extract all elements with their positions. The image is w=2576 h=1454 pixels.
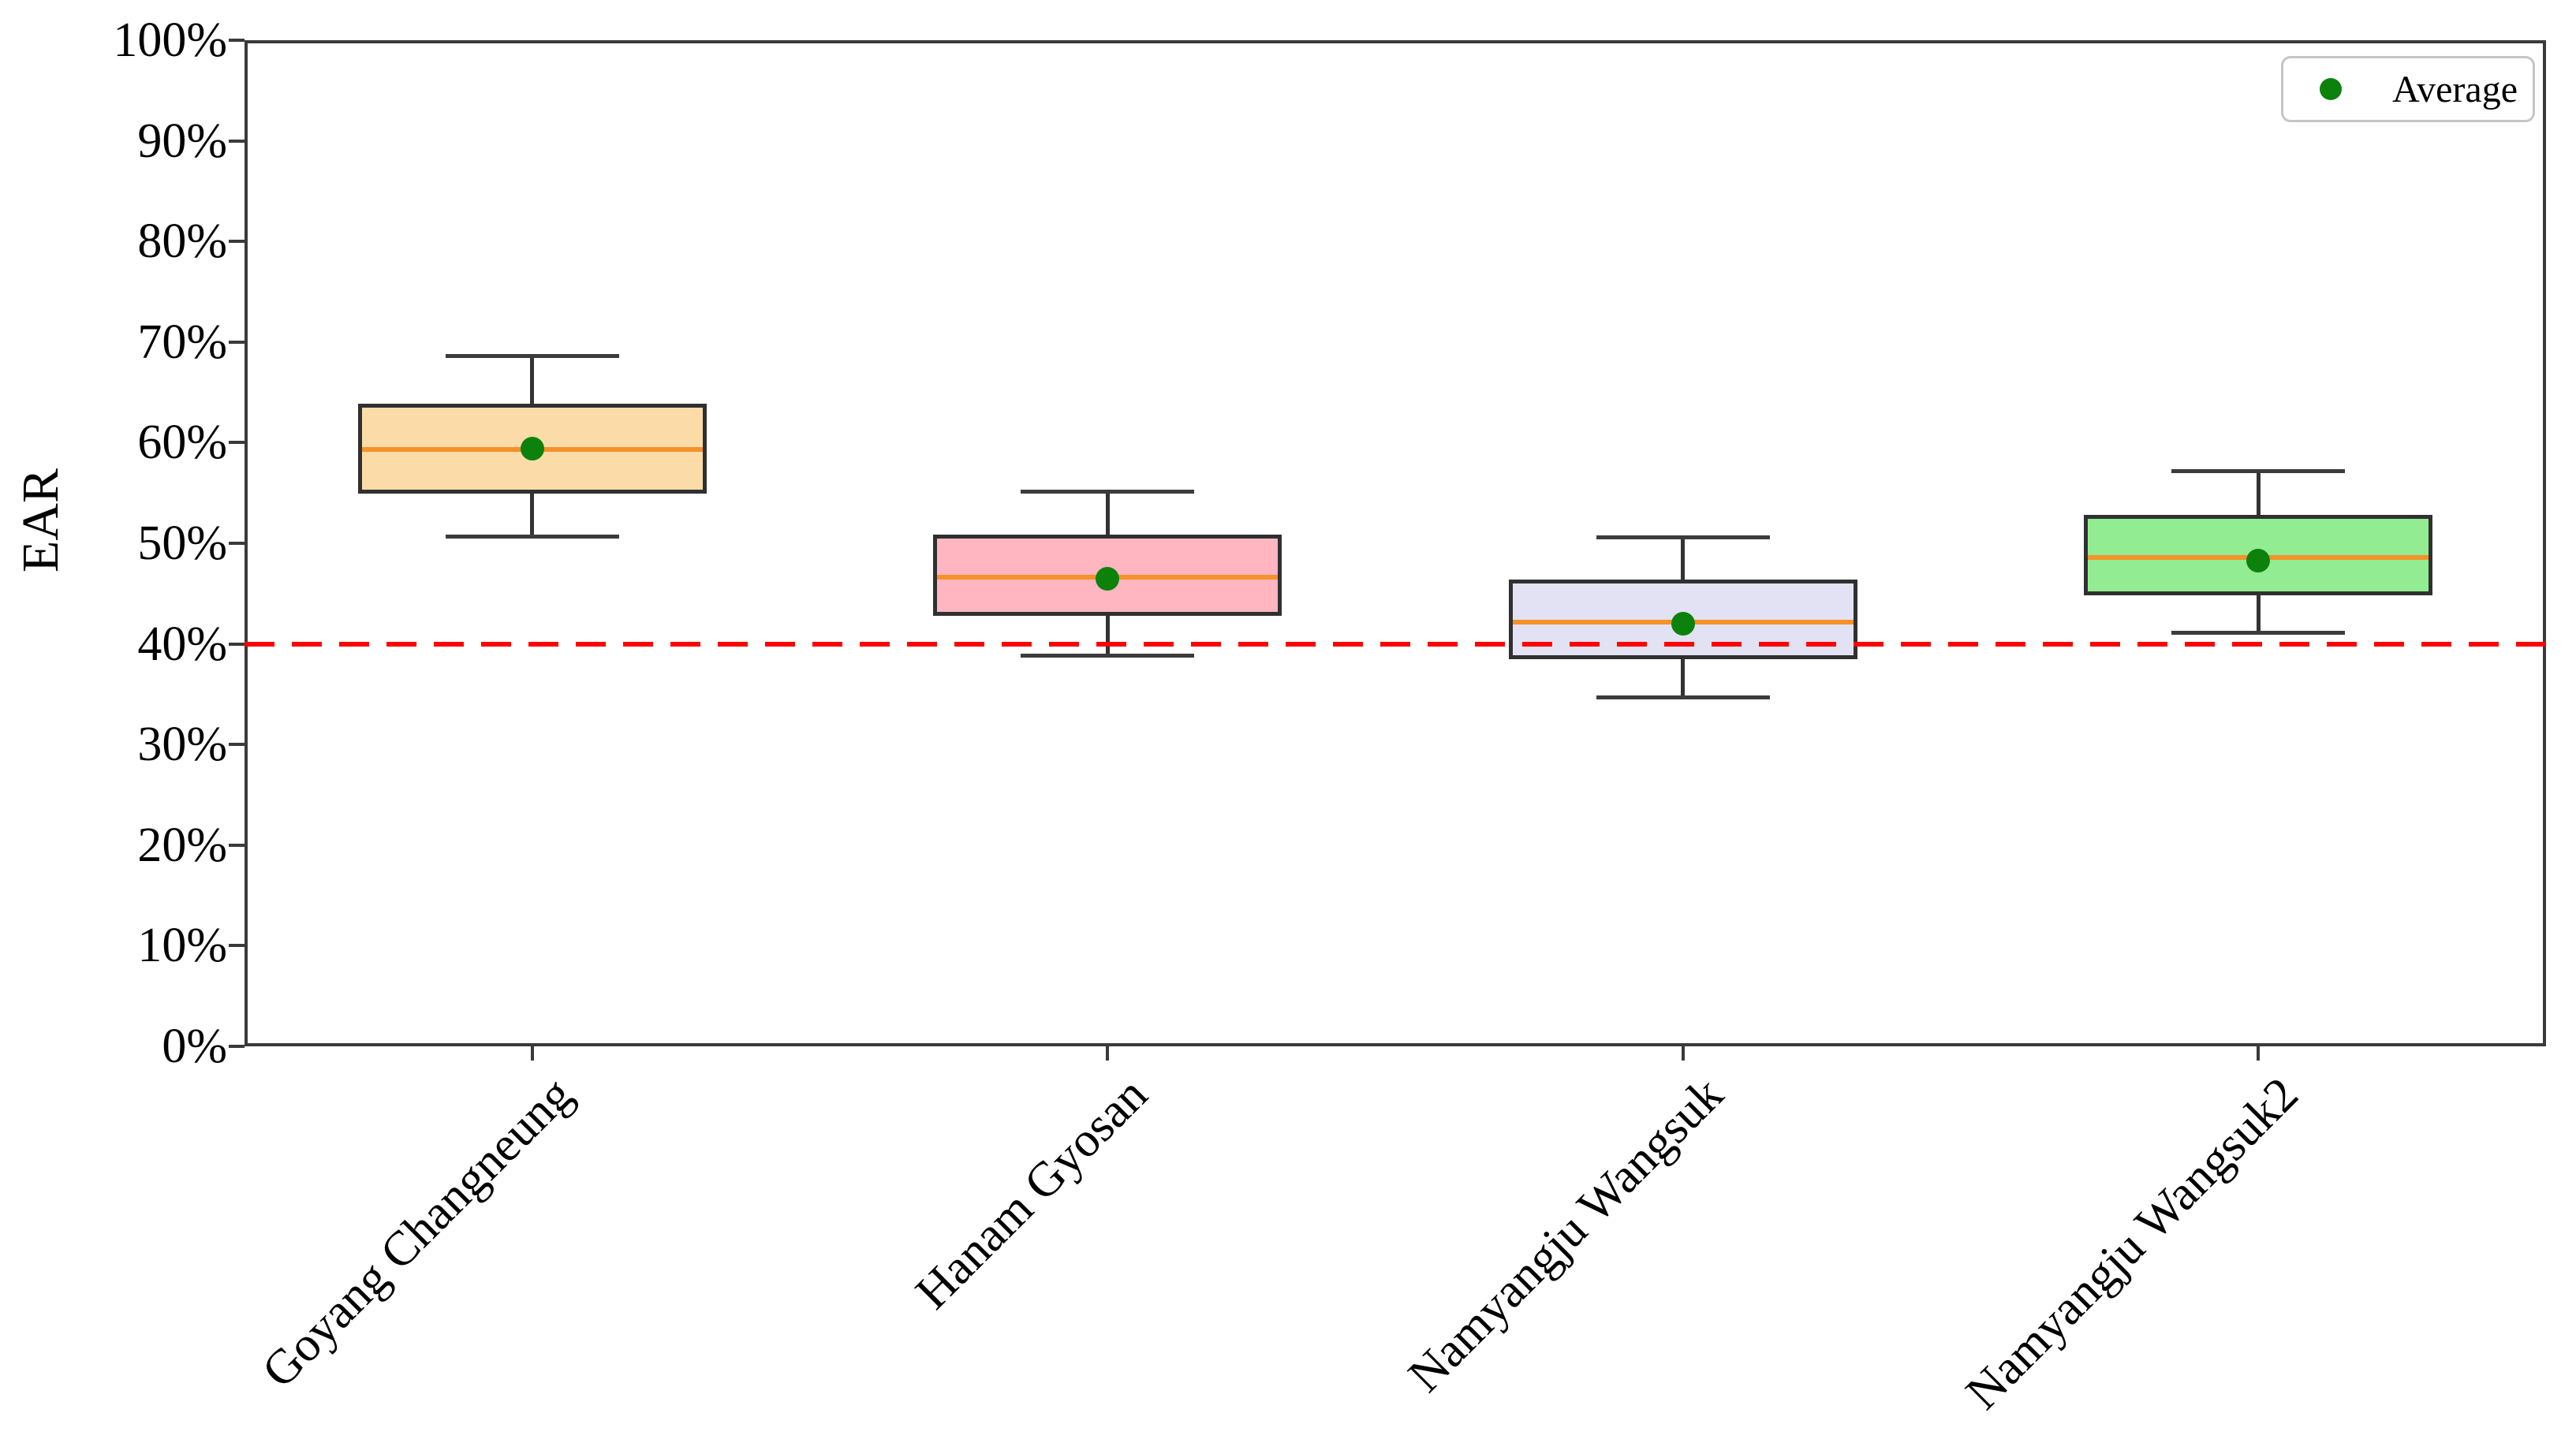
plot-area: Average (245, 40, 2546, 1046)
x-tick-label: Namyangju Wangsuk2 (1956, 1067, 2309, 1420)
whisker-cap-top (445, 354, 619, 359)
y-tick-label: 100% (113, 13, 227, 67)
y-tick (229, 843, 245, 847)
x-tick (1106, 1046, 1110, 1061)
y-tick-label: 10% (137, 919, 227, 973)
y-tick (229, 743, 245, 747)
y-tick (229, 240, 245, 244)
reference-line-40pct (245, 641, 2546, 647)
mean-dot (520, 437, 544, 461)
x-tick (1681, 1046, 1685, 1061)
y-tick-label: 90% (137, 114, 227, 168)
x-tick-label: Hanam Gyosan (905, 1067, 1159, 1320)
y-tick (229, 39, 245, 42)
y-tick-label: 30% (137, 718, 227, 772)
x-tick-label: Namyangju Wangsuk (1398, 1067, 1734, 1403)
y-tick (229, 542, 245, 545)
legend-label: Average (2392, 68, 2518, 110)
y-tick (229, 139, 245, 143)
whisker-cap-top (1596, 535, 1770, 539)
whisker-cap-bottom (445, 534, 619, 539)
y-tick-label: 40% (137, 617, 227, 671)
mean-dot (1096, 566, 1120, 591)
spine-bottom (245, 1043, 2546, 1046)
whisker-cap-bottom (1596, 695, 1770, 699)
whisker-cap-top (1021, 490, 1195, 494)
whisker-cap-bottom (1021, 654, 1195, 658)
y-tick-label: 60% (137, 416, 227, 470)
spine-left (245, 40, 248, 1046)
x-tick (2257, 1046, 2261, 1061)
mean-dot (2246, 548, 2271, 572)
y-tick-label: 0% (162, 1020, 227, 1073)
spine-right (2543, 40, 2546, 1046)
x-tick (530, 1046, 534, 1061)
average-marker-icon (2320, 78, 2342, 100)
y-tick (229, 340, 245, 344)
legend: Average (2281, 56, 2535, 122)
y-tick-label: 50% (137, 516, 227, 570)
y-tick-label: 70% (137, 315, 227, 369)
spine-top (245, 40, 2546, 43)
whisker-cap-top (2171, 468, 2346, 473)
y-tick (229, 1045, 245, 1048)
y-tick-label: 20% (137, 818, 227, 872)
mean-dot (1671, 612, 1695, 636)
y-tick (229, 944, 245, 948)
whisker-cap-bottom (2171, 631, 2346, 636)
x-tick-label: Goyang Changneung (252, 1067, 583, 1399)
y-tick (229, 441, 245, 445)
y-tick (229, 642, 245, 646)
y-tick-label: 80% (137, 214, 227, 269)
